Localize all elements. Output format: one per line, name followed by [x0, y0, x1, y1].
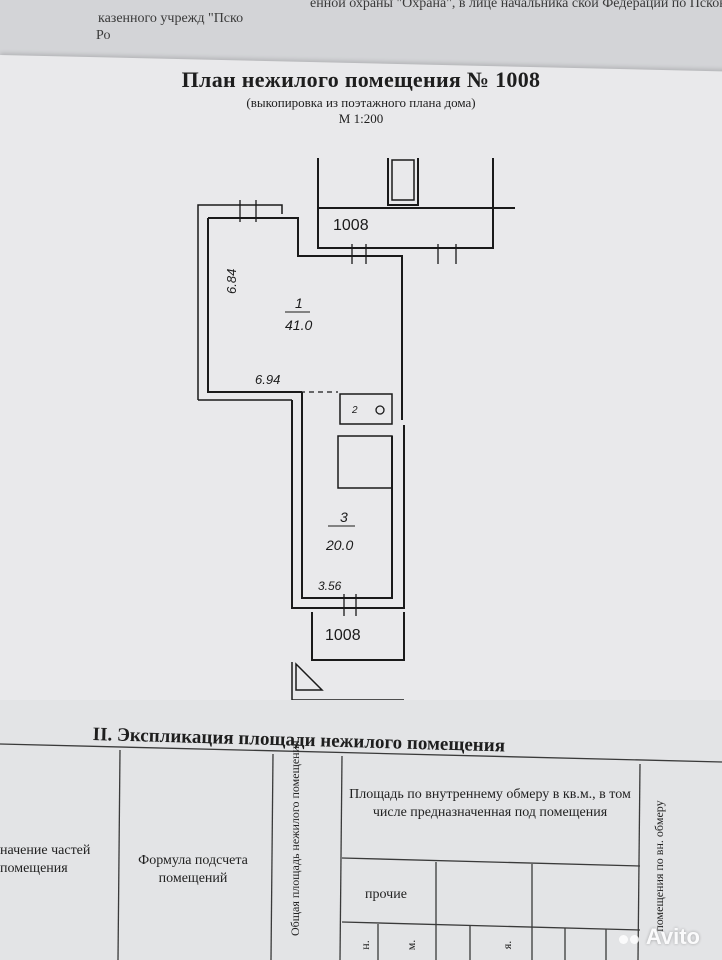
header-line-2: казенного учрежд "Пско: [98, 11, 244, 26]
room1-area: 41.0: [285, 317, 312, 333]
room3-area: 20.0: [325, 537, 353, 553]
subcol-1: н.: [358, 940, 372, 950]
annex-bottom-walls: [311, 612, 405, 661]
wc-room: [339, 393, 393, 425]
header-line-1: енной охраны "Охрана", в лице начальника…: [310, 0, 722, 11]
col-area-header: Площадь по внутреннему обмеру в кв.м., в…: [349, 787, 631, 820]
room3-walls: [291, 400, 405, 609]
toilet-symbol: [375, 405, 385, 415]
label-1008-bottom: 1008: [325, 627, 361, 644]
utility-block: [337, 435, 393, 489]
plan-title: План нежилого помещения № 1008: [181, 67, 541, 92]
watermark-text: Avito: [645, 924, 700, 949]
room1-left-bottom-wall: [207, 218, 302, 393]
annex-bottom-outer: [291, 662, 404, 701]
subcol-3: я.: [500, 940, 514, 950]
dim-6-94: 6.94: [255, 372, 280, 387]
header-line-3: Ро: [96, 28, 111, 43]
col-formula-header: Формула подсчета помещений: [138, 853, 248, 886]
plan-subtitle: (выкопировка из поэтажного плана дома): [246, 95, 476, 110]
floor-plan: 1008 1008 1 41.0 3 20.0 2 6.94 3.56 6.84: [197, 158, 515, 701]
annex-top-walls: [317, 158, 494, 209]
stair-bottom: [295, 662, 324, 691]
corridor-1008-walls: [317, 208, 494, 249]
stair-shaft: [387, 158, 419, 206]
plan-scale: М 1:200: [338, 111, 384, 126]
label-1008-top: 1008: [333, 217, 369, 234]
col-other-header: прочие: [365, 887, 407, 902]
dim-6-84: 6.84: [224, 269, 239, 294]
room1-number: 1: [295, 295, 303, 311]
col-parts-header: начение частей помещения: [0, 843, 91, 876]
room3-inner-walls: [301, 392, 393, 599]
stair-inner: [391, 159, 415, 201]
room1-outer-wall: [208, 217, 403, 420]
col-right-header: помещения по вн. обмеру: [652, 800, 666, 932]
subcol-2: м.: [404, 939, 418, 951]
avito-watermark: Avito: [618, 924, 700, 950]
col-total-header: Общая площадь нежилого помещения: [288, 740, 302, 936]
room2-number: 2: [351, 405, 358, 416]
explication-grid: [0, 743, 722, 960]
explication-section: II. Экспликация площади нежилого помещен…: [0, 700, 722, 960]
room3-number: 3: [340, 509, 348, 525]
dim-3-56: 3.56: [318, 579, 342, 593]
